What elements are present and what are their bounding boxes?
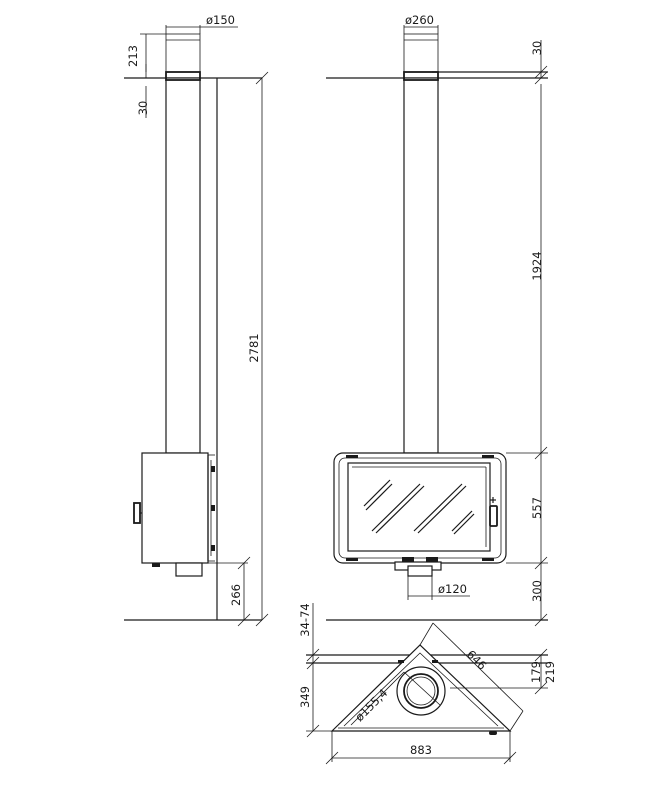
front-view: ø260 30 1924 557 300 ø120 (326, 13, 548, 627)
side-ceiling-gap: 30 (136, 101, 150, 116)
front-door-frame (338, 457, 502, 559)
side-handle-icon (133, 502, 141, 524)
side-foot (152, 563, 160, 567)
top-side-dim-line (432, 622, 524, 712)
front-floor-clearance: 300 (530, 580, 544, 602)
front-outlet-pipe (407, 565, 433, 577)
top-wall-offset: 34-74 (298, 603, 312, 636)
side-flue-extension (165, 33, 201, 73)
side-door-hinges (211, 466, 215, 551)
side-stove-body (141, 452, 209, 564)
side-total-height: 2781 (247, 333, 261, 362)
top-inner-offset: 179 (529, 661, 543, 683)
top-flue-outer (396, 666, 446, 716)
front-flue-pipe (403, 77, 439, 454)
front-flue-diameter: ø260 (405, 13, 434, 27)
glass-reflection-icon (363, 479, 475, 535)
side-top-extension: 213 (126, 45, 140, 67)
side-flue-pipe (165, 77, 201, 454)
front-body-height: 557 (530, 497, 544, 519)
front-handle-icon (489, 505, 498, 527)
side-flue-diameter: ø150 (206, 13, 235, 27)
top-view: 34-74 349 ø155,4 646 179 219 883 (298, 603, 557, 765)
front-pipe-height: 1924 (530, 251, 544, 280)
top-foot (489, 731, 497, 735)
top-outer-offset: 219 (543, 661, 557, 683)
side-view: ø150 213 30 2781 266 (124, 13, 269, 627)
top-depth: 349 (298, 686, 312, 708)
front-ceiling-gap: 30 (530, 41, 544, 56)
side-outlet (175, 562, 203, 577)
top-side-length: 646 (464, 647, 489, 672)
top-width: 883 (410, 743, 432, 757)
front-stove-body (333, 452, 507, 564)
side-floor-clearance: 266 (229, 584, 243, 606)
front-flue-extension (403, 33, 439, 73)
front-outlet-diameter: ø120 (438, 582, 467, 596)
top-flue-diameter-line (350, 671, 405, 726)
top-flue-inner (403, 673, 439, 709)
